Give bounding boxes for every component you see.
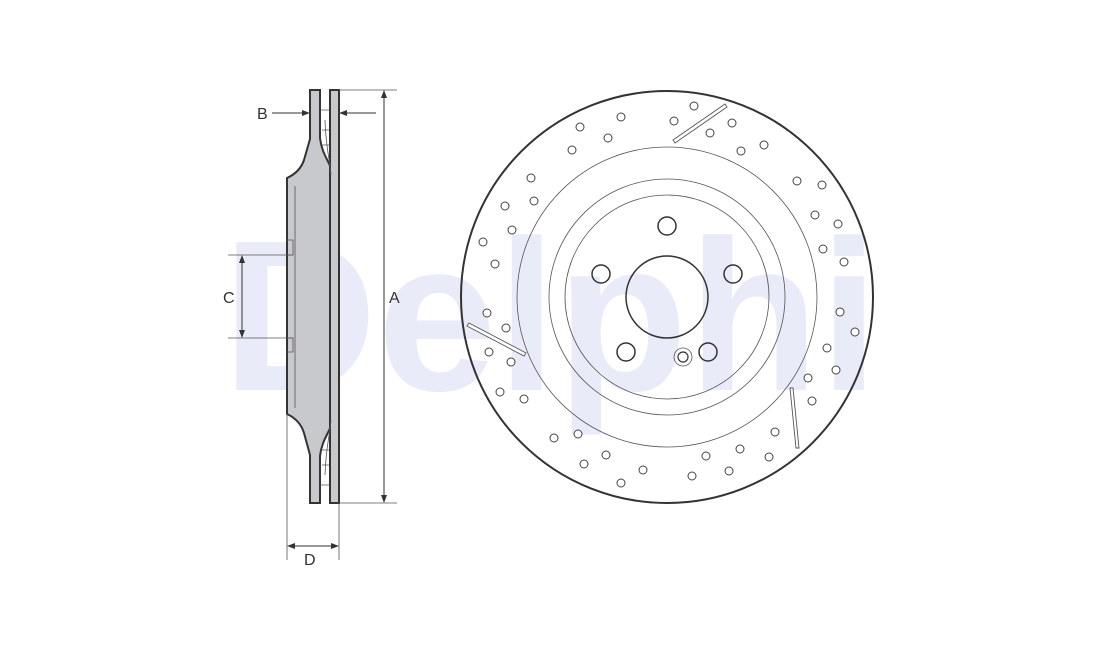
dimension-d: D [286,414,340,569]
center-bore [625,255,709,339]
cross-section-outer-profile [286,89,333,504]
drilled-hole [484,347,494,357]
drilled-hole [701,451,711,461]
drilled-hole [519,394,529,404]
dimension-c: C [223,254,293,339]
disc-outer-edge [460,90,874,504]
drilled-hole [817,180,827,190]
drilled-hole [573,429,583,439]
slot [466,322,527,357]
drilled-hole [770,427,780,437]
drilled-hole [833,219,843,229]
drilled-hole [735,444,745,454]
drilled-hole [526,173,536,183]
dimension-b: B [257,106,376,123]
drilled-hole [724,466,734,476]
cross-section-vent-holes [322,129,329,466]
drilled-hole [482,308,492,318]
bolt-hole [591,264,611,284]
bolt-hole [723,264,743,284]
drilled-hole [549,433,559,443]
drilled-hole [669,116,679,126]
dimension-a: A [339,89,400,504]
drilled-hole [638,465,648,475]
drilled-hole [603,133,613,143]
drilled-hole [818,244,828,254]
drilled-hole [736,146,746,156]
drilled-hole [501,323,511,333]
drilled-hole [478,237,488,247]
slot [672,103,728,144]
slot [789,387,800,449]
cross-section-vent-channel [320,109,332,486]
drilled-hole [567,145,577,155]
disc-friction-inner-edge [516,146,818,448]
drilled-hole [601,450,611,460]
bolt-hole [657,216,677,236]
dimension-d-label: D [304,552,316,569]
drilled-hole [803,373,813,383]
drilled-hole [807,396,817,406]
drilled-hole [529,196,539,206]
drilled-hole [495,387,505,397]
drilled-hole [575,122,585,132]
drilled-hole [687,471,697,481]
drilled-hole [822,343,832,353]
disc-cross-section [286,89,340,504]
drilled-hole [727,118,737,128]
disc-front-view [460,90,874,504]
drilled-hole [764,452,774,462]
drilled-hole [810,210,820,220]
drilled-hole [831,365,841,375]
locating-screw-hole [673,347,693,367]
drilled-hole [850,327,860,337]
bolt-hole [616,342,636,362]
drilled-hole [579,459,589,469]
disc-hat-outer-edge [548,178,786,416]
dimension-b-label: B [257,106,268,123]
bolt-holes [591,216,743,362]
drilled-hole [835,307,845,317]
drilled-hole [616,478,626,488]
drilled-hole [490,259,500,269]
drilled-holes [478,101,860,488]
bolt-hole [698,342,718,362]
drilled-hole [705,128,715,138]
friction-slots [466,103,800,449]
drilled-hole [500,201,510,211]
drilled-hole [506,357,516,367]
drilled-hole [616,112,626,122]
cross-section-outer-ring [329,89,340,504]
drilled-hole [759,140,769,150]
drilled-hole [507,225,517,235]
drilled-hole [689,101,699,111]
drilled-hole [839,257,849,267]
dimension-c-label: C [223,290,235,307]
disc-hat-step [564,194,770,400]
dimension-a-label: A [389,290,400,307]
drilled-hole [792,176,802,186]
